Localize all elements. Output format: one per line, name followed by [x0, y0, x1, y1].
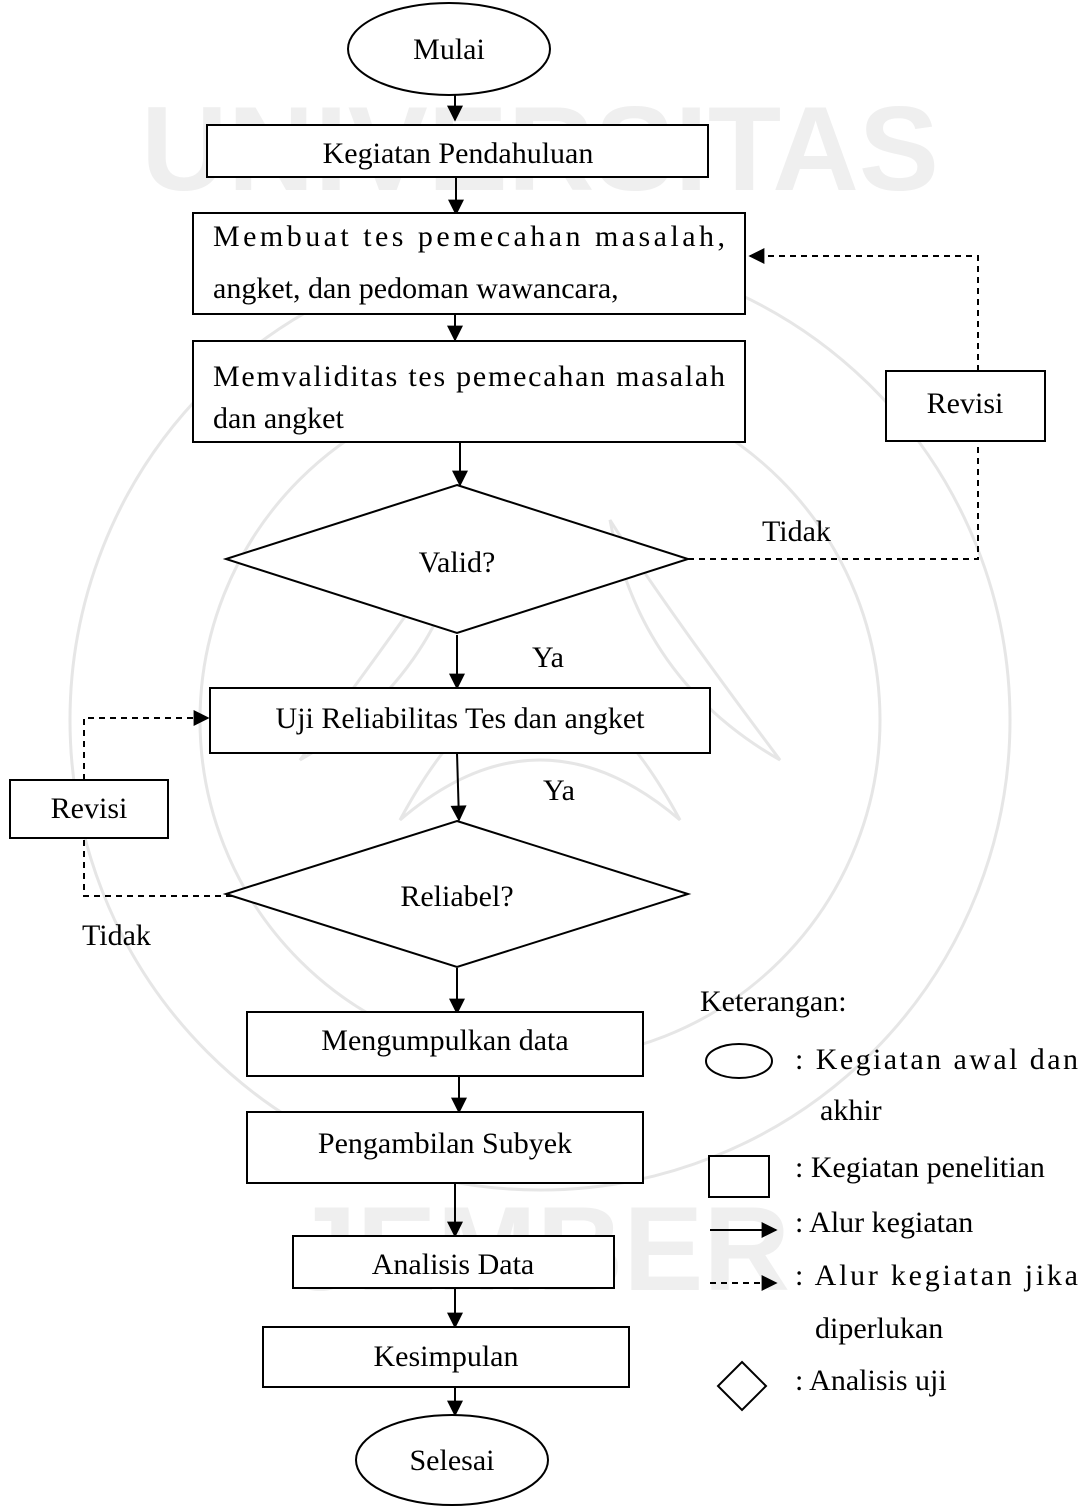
end-label: Selesai: [410, 1444, 495, 1477]
process-mengumpulkan: Mengumpulkan data: [246, 1011, 644, 1077]
process-pendahuluan-label: Kegiatan Pendahuluan: [323, 137, 594, 170]
ya-valid-label: Ya: [532, 641, 564, 674]
process-pengambilan-label: Pengambilan Subyek: [318, 1127, 572, 1160]
tidak-right-label: Tidak: [762, 515, 831, 548]
legend-dashed-line2: diperlukan: [815, 1312, 943, 1345]
process-kesimpulan-label: Kesimpulan: [374, 1340, 519, 1373]
legend: Keterangan: : Kegiatan awal dan akhir : …: [700, 985, 1078, 1412]
process-pengambilan: Pengambilan Subyek: [246, 1111, 644, 1184]
ya-reliabel-label: Ya: [543, 774, 575, 807]
process-memvaliditas-line2: dan angket: [213, 402, 344, 435]
process-membuat: Membuat tes pemecahan masalah, angket, d…: [192, 212, 746, 315]
dashed-revisi-to-membuat: [748, 248, 979, 371]
process-analisis-label: Analisis Data: [372, 1248, 534, 1281]
process-membuat-line1: Membuat tes pemecahan masalah,: [213, 220, 725, 253]
process-analisis: Analisis Data: [292, 1235, 615, 1289]
process-memvaliditas: Memvaliditas tes pemecahan masalah dan a…: [192, 340, 746, 443]
revisi-left-label: Revisi: [51, 792, 128, 825]
arrow-uji-to-reliabel: [450, 752, 467, 822]
dashed-reliabel-to-revisi: [83, 838, 232, 897]
decision-valid: Valid?: [222, 483, 692, 635]
feedback-loops: [83, 248, 979, 897]
start-label: Mulai: [413, 33, 485, 66]
process-memvaliditas-line1: Memvaliditas tes pemecahan masalah: [213, 360, 725, 393]
legend-oval-line1: : Kegiatan awal dan: [795, 1043, 1078, 1076]
flow-connectors: [447, 95, 468, 1417]
process-kesimpulan: Kesimpulan: [262, 1326, 630, 1388]
legend-diamond-label: : Analisis uji: [795, 1364, 947, 1397]
legend-dashed-line1: : Alur kegiatan jika: [795, 1259, 1078, 1292]
tidak-left-label: Tidak: [82, 919, 151, 952]
start-node: Mulai: [347, 2, 551, 96]
legend-title: Keterangan:: [700, 985, 847, 1018]
dashed-valid-to-revisi: [688, 441, 979, 560]
process-uji-reliabilitas-label: Uji Reliabilitas Tes dan angket: [276, 702, 646, 735]
legend-rect-symbol: [708, 1155, 770, 1198]
decision-reliabel-label: Reliabel?: [400, 880, 513, 913]
revisi-left-box: Revisi: [9, 779, 169, 839]
revisi-right-label: Revisi: [927, 387, 1004, 420]
process-uji-reliabilitas: Uji Reliabilitas Tes dan angket: [209, 687, 711, 754]
process-membuat-line2: angket, dan pedoman wawancara,: [213, 272, 619, 305]
revisi-right-box: Revisi: [885, 370, 1046, 442]
process-mengumpulkan-label: Mengumpulkan data: [321, 1024, 568, 1057]
legend-oval-line2: akhir: [820, 1094, 882, 1127]
legend-rect-label: : Kegiatan penelitian: [795, 1151, 1045, 1184]
legend-arrow-label: : Alur kegiatan: [795, 1206, 973, 1239]
legend-diamond-symbol: [716, 1360, 768, 1412]
process-pendahuluan: Kegiatan Pendahuluan: [206, 124, 709, 178]
decision-reliabel: Reliabel?: [222, 819, 692, 969]
decision-valid-label: Valid?: [419, 546, 496, 579]
dashed-revisi-to-uji: [83, 710, 210, 780]
legend-oval-symbol: [705, 1043, 773, 1079]
end-node: Selesai: [355, 1414, 549, 1506]
